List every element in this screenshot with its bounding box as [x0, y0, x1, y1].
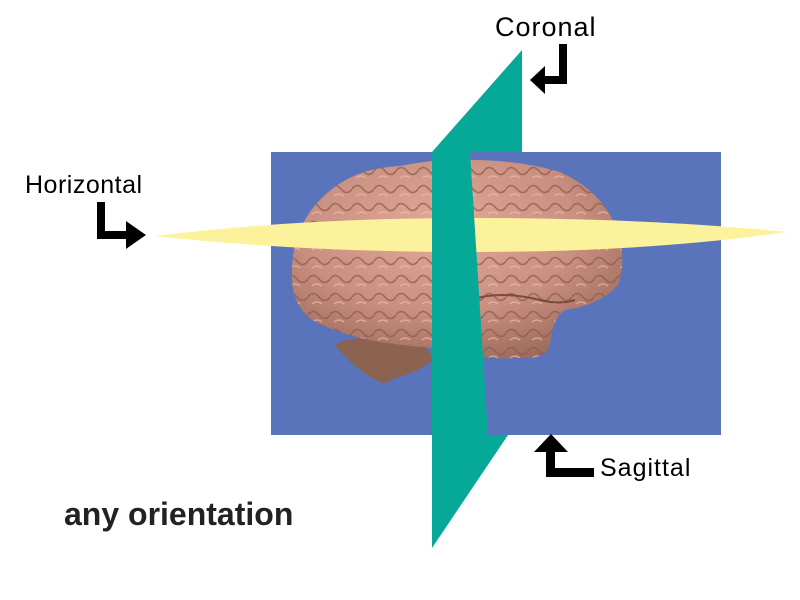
coronal-label: Coronal	[495, 12, 597, 42]
horizontal-label: Horizontal	[25, 171, 143, 199]
cerebellum	[335, 337, 432, 383]
arrow-up-right-icon	[534, 434, 594, 477]
arrow-down-left-icon	[530, 44, 567, 94]
arrow-down-right-icon	[97, 202, 146, 249]
caption-text: any orientation	[64, 496, 294, 532]
coronal-plane	[432, 50, 522, 548]
sagittal-label: Sagittal	[600, 454, 692, 482]
